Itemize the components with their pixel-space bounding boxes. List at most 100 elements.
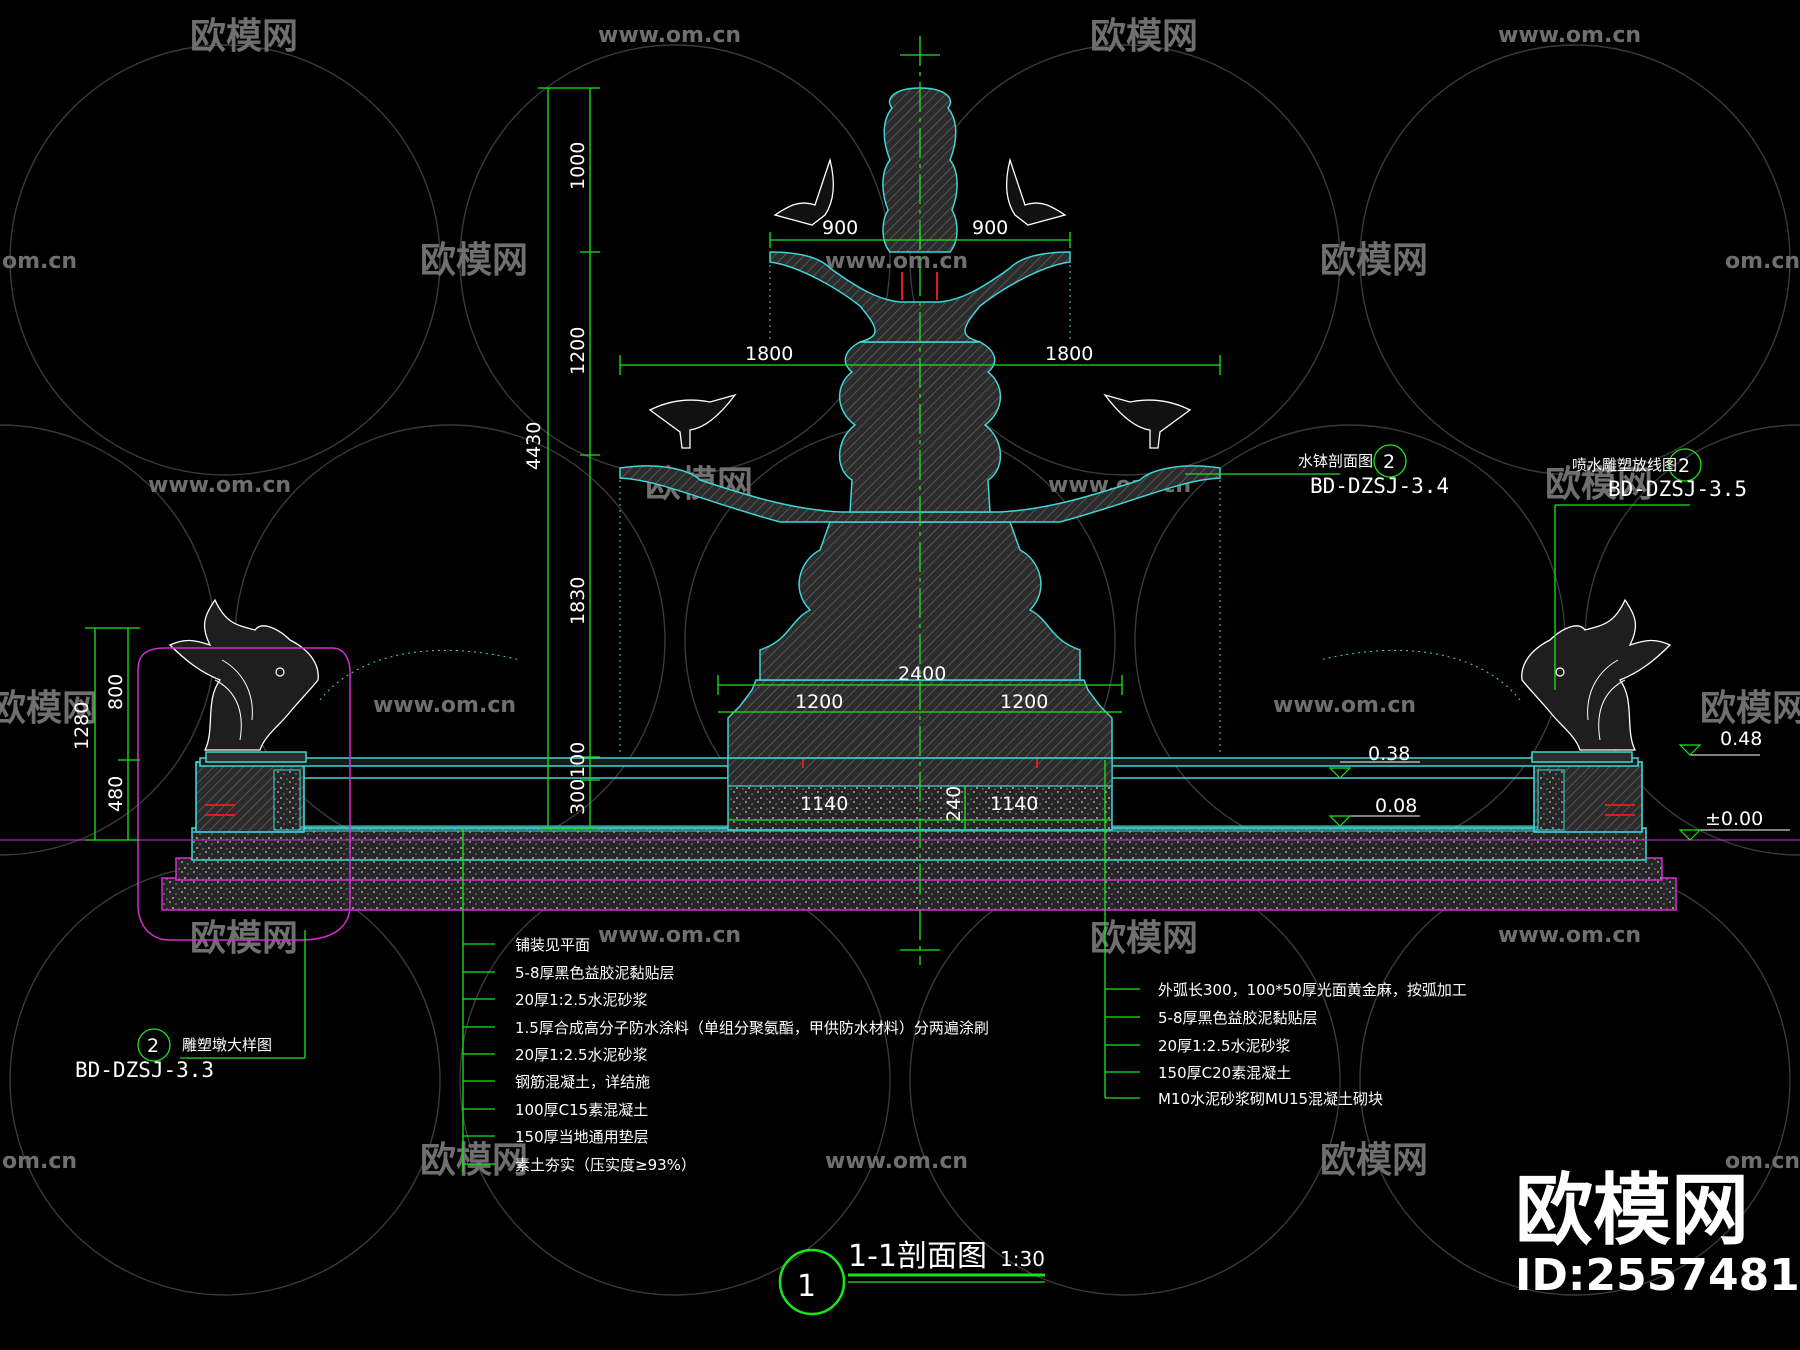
reference-sculpture: 2 喷水雕塑放线图 BD-DZSJ-3.5 [1572, 448, 1747, 501]
dim-base-left: 1200 [795, 691, 843, 713]
dim-left-total: 1280 [71, 702, 93, 750]
central-fountain [319, 36, 1521, 965]
water-spray [319, 265, 1521, 755]
note-right-item: 5-8厚黑色益胶泥黏贴层 [1158, 1009, 1318, 1027]
dim-h3: 1830 [567, 577, 589, 625]
left-wall-core [273, 769, 301, 831]
brand-watermark: 欧模网 ID:2557481 [1515, 1166, 1800, 1301]
ref-sculpture-number: 2 [1678, 455, 1690, 477]
drawing-title: 1 1-1剖面图 1:30 [778, 1239, 1045, 1316]
note-right-item: M10水泥砂浆砌MU15混凝土砌块 [1158, 1090, 1383, 1108]
ref-pedestal-number: 2 [147, 1035, 159, 1057]
ref-pedestal-label: 雕塑墩大样图 [182, 1036, 272, 1054]
watermark-site: www.om.cn [825, 1149, 968, 1174]
note-right-item: 20厚1:2.5水泥砂浆 [1158, 1037, 1291, 1055]
ref-bowl-number: 2 [1383, 451, 1395, 473]
note-right-item: 外弧长300，100*50厚光面黄金麻，按弧加工 [1158, 981, 1467, 999]
level-048: 0.48 [1720, 728, 1762, 750]
ref-sculpture-code: BD-DZSJ-3.5 [1608, 477, 1747, 501]
notes-right: 外弧长300，100*50厚光面黄金麻，按弧加工 5-8厚黑色益胶泥黏贴层 20… [1158, 981, 1467, 1108]
note-right-item: 150厚C20素混凝土 [1158, 1064, 1291, 1082]
dim-mid-right: 1800 [1045, 343, 1093, 365]
watermark-brand: 欧模网 [190, 918, 298, 959]
dim-top-left: 900 [822, 217, 858, 239]
dim-h4: 100 [567, 742, 589, 778]
ref-bowl-code: BD-DZSJ-3.4 [1310, 474, 1449, 498]
level-markers: 0.48 0.38 0.08 ±0.00 [1328, 728, 1790, 841]
dim-pool-depth: 240 [943, 786, 965, 822]
note-left-item: 1.5厚合成高分子防水涂料（单组分聚氨酯，甲供防水材料）分两遍涂刷 [515, 1019, 989, 1037]
reference-pedestal: 2 雕塑墩大样图 BD-DZSJ-3.3 [75, 1028, 272, 1082]
dim-base-total: 2400 [898, 663, 946, 685]
note-leader-ticks [463, 943, 1140, 1165]
dim-left-upper: 800 [105, 674, 127, 710]
note-left-item: 素土夯实（压实度≥93%） [515, 1156, 696, 1174]
note-left-item: 150厚当地通用垫层 [515, 1128, 649, 1146]
brand-logo-text: 欧模网 [1515, 1166, 1749, 1256]
dim-base-right: 1200 [1000, 691, 1048, 713]
level-038: 0.38 [1368, 743, 1410, 765]
watermark-site: www.om.cn [1498, 923, 1641, 948]
watermark-site: www.om.cn [598, 23, 741, 48]
base-layer-mid [175, 857, 1663, 881]
fish-sculpture-left [168, 598, 319, 751]
watermark-brand: 欧模网 [1700, 688, 1800, 729]
watermark-brand: 欧模网 [420, 240, 528, 281]
title-number-circle [778, 1248, 846, 1316]
watermark-brand: 欧模网 [1545, 464, 1653, 505]
base-layer-bottom [161, 877, 1677, 911]
watermark-brand: 欧模网 [1320, 240, 1428, 281]
watermark-brand: 欧模网 [190, 16, 298, 57]
bird-icon-mid-left [648, 393, 737, 449]
note-left-item: 100厚C15素混凝土 [515, 1101, 648, 1119]
level-008: 0.08 [1375, 795, 1417, 817]
watermark-brand: 欧模网 [1090, 16, 1198, 57]
base-layer-slab [191, 827, 1647, 861]
watermark-site: www.om.cn [825, 249, 968, 274]
dim-pool-left: 1140 [800, 793, 848, 815]
note-left-item: 铺装见平面 [515, 936, 590, 954]
dimension-labels: 4430 1000 1200 1830 100 300 900 900 1800… [71, 142, 1093, 822]
dim-left-lower: 480 [105, 776, 127, 812]
detail-callout-boundary [137, 647, 351, 941]
watermark-brand: 欧模网 [0, 688, 98, 729]
dim-h1: 1000 [567, 142, 589, 190]
level-000: ±0.00 [1705, 808, 1763, 830]
watermark-site: om.cn [2, 249, 77, 274]
notes-left: 铺装见平面 5-8厚黑色益胶泥黏贴层 20厚1:2.5水泥砂浆 1.5厚合成高分… [515, 936, 989, 1174]
dim-top-right: 900 [972, 217, 1008, 239]
watermark-site: www.om.cn [373, 693, 516, 718]
ref-sculpture-label: 喷水雕塑放线图 [1572, 456, 1677, 474]
bird-icon-top-right [1006, 157, 1067, 226]
watermark-site: om.cn [1725, 249, 1800, 274]
title-scale: 1:30 [1000, 1247, 1045, 1271]
dim-pool-right: 1140 [990, 793, 1038, 815]
dim-h5: 300 [567, 779, 589, 815]
watermark-site: om.cn [1725, 1149, 1800, 1174]
ref-pedestal-code: BD-DZSJ-3.3 [75, 1058, 214, 1082]
watermark-brand: 欧模网 [1320, 1140, 1428, 1181]
title-number: 1 [797, 1269, 816, 1304]
left-sculpture-plinth [205, 751, 307, 763]
dim-h2: 1200 [567, 327, 589, 375]
watermark-site: www.om.cn [1273, 693, 1416, 718]
note-left-item: 钢筋混凝土，详结施 [515, 1073, 650, 1091]
title-name: 1-1剖面图 [848, 1239, 987, 1274]
right-wall-core [1537, 769, 1565, 831]
watermark-site: www.om.cn [148, 473, 291, 498]
dim-total-height: 4430 [523, 422, 545, 470]
watermark-site: om.cn [2, 1149, 77, 1174]
reference-bowl: 2 水钵剖面图 BD-DZSJ-3.4 [1298, 444, 1449, 498]
bird-icon-mid-right [1103, 393, 1192, 449]
watermark-brand: 欧模网 [420, 1140, 528, 1181]
dimension-lines [85, 87, 1690, 1172]
fish-sculpture-right [1521, 598, 1672, 751]
watermark-site: www.om.cn [598, 923, 741, 948]
dim-mid-left: 1800 [745, 343, 793, 365]
ref-bowl-label: 水钵剖面图 [1298, 452, 1373, 470]
bird-icon-top-left [773, 157, 834, 226]
watermark-brand: 欧模网 [1090, 918, 1198, 959]
note-left-item: 20厚1:2.5水泥砂浆 [515, 1046, 648, 1064]
right-sculpture-plinth [1531, 751, 1633, 763]
